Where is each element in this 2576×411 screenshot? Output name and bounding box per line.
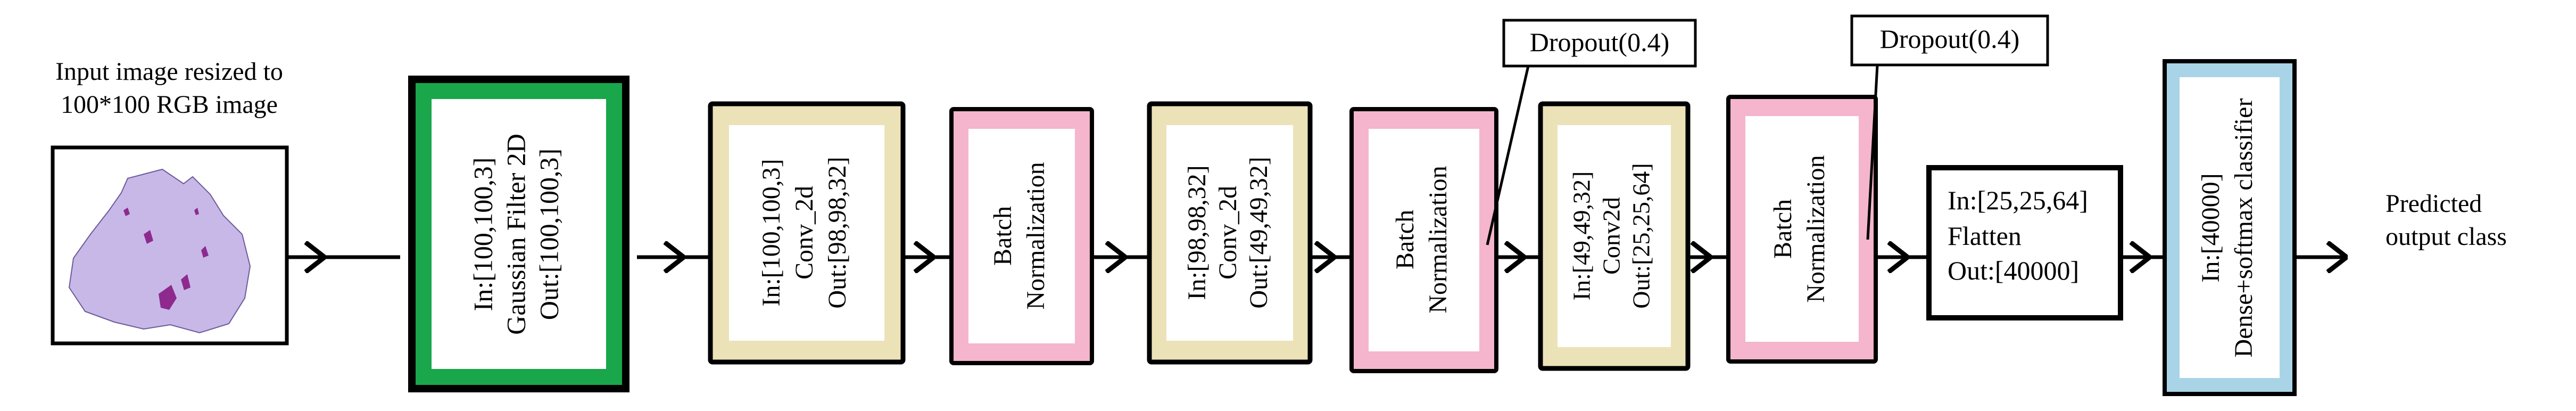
conv3-in-label: In:[49,49,32] — [1568, 171, 1595, 301]
dropout-1: Dropout(0.4) — [1486, 19, 1697, 245]
bn3-label-line2: Normalization — [1802, 155, 1830, 302]
dropout-1-label: Dropout(0.4) — [1530, 27, 1669, 57]
gaussian-in-label: In:[100,100,3] — [468, 158, 498, 311]
lesion-spot — [181, 274, 190, 290]
conv3-out-label: Out:[25,25,64] — [1628, 163, 1655, 308]
dense-name-label: Dense+softmax classifier — [2230, 98, 2258, 358]
dropout-2: Dropout(0.4) — [1850, 14, 2049, 240]
bn2-label-line2: Normalization — [1424, 166, 1452, 313]
input-caption-line1: Input image resized to — [55, 57, 283, 86]
lesion-spot — [194, 208, 199, 215]
flatten-block: In:[25,25,64] Flatten Out:[40000] — [1926, 165, 2123, 320]
dense-in-label: In:[40000] — [2197, 173, 2225, 282]
conv1-in-label: In:[100,100,3] — [757, 159, 785, 306]
dropout-2-pointer — [1866, 64, 1879, 240]
conv1-out-label: Out:[98,98,32] — [823, 157, 851, 308]
lesion-spot — [201, 246, 209, 258]
bn1-label-line2: Normalization — [1022, 162, 1050, 309]
output-label-line1: Predicted — [2386, 190, 2482, 218]
conv2-name-label: Conv_2d — [1214, 186, 1242, 280]
dense-classifier-block: In:[40000] Dense+softmax classifier — [2163, 59, 2297, 396]
bn1-label-line1: Batch — [989, 206, 1017, 266]
flatten-name-label: Flatten — [1948, 221, 2022, 251]
batch-norm-block-1: Batch Normalization — [949, 107, 1094, 365]
gaussian-filter-block: In:[100,100,3] Gaussian Filter 2D Out:[1… — [408, 76, 629, 392]
flatten-out-label: Out:[40000] — [1948, 256, 2079, 285]
conv2-in-label: In:[98,98,32] — [1183, 165, 1211, 300]
input-section: Input image resized to 100*100 RGB image — [51, 57, 289, 346]
conv2-out-label: Out:[49,49,32] — [1245, 157, 1273, 308]
batch-norm-block-3: Batch Normalization — [1726, 95, 1878, 364]
input-caption-line2: 100*100 RGB image — [61, 91, 278, 119]
bn3-label-line1: Batch — [1769, 199, 1797, 259]
lesion-spot — [144, 230, 153, 244]
dropout-1-box — [1502, 19, 1697, 68]
dropout-2-label: Dropout(0.4) — [1880, 24, 2019, 54]
flatten-in-label: In:[25,25,64] — [1948, 185, 2088, 215]
conv-block-3: In:[49,49,32] Conv2d Out:[25,25,64] — [1538, 101, 1691, 371]
gaussian-out-label: Out:[100,100,3] — [534, 149, 564, 320]
lesion-spot — [159, 285, 177, 310]
lesion-spot — [123, 208, 130, 216]
output-label-line2: output class — [2386, 223, 2507, 251]
conv3-name-label: Conv2d — [1598, 197, 1625, 275]
gaussian-name-label: Gaussian Filter 2D — [501, 134, 531, 335]
batch-norm-block-2: Batch Normalization — [1349, 107, 1498, 373]
conv-block-1: In:[100,100,3] Conv_2d Out:[98,98,32] — [708, 101, 906, 365]
conv1-name-label: Conv_2d — [790, 186, 818, 280]
bn2-label-line1: Batch — [1391, 210, 1419, 269]
dropout-2-box — [1850, 14, 2049, 67]
dropout-1-pointer — [1486, 65, 1530, 245]
conv-block-2: In:[98,98,32] Conv_2d Out:[49,49,32] — [1147, 101, 1313, 365]
output-section: Predicted output class — [2386, 190, 2507, 251]
lesion-shape — [68, 168, 251, 334]
